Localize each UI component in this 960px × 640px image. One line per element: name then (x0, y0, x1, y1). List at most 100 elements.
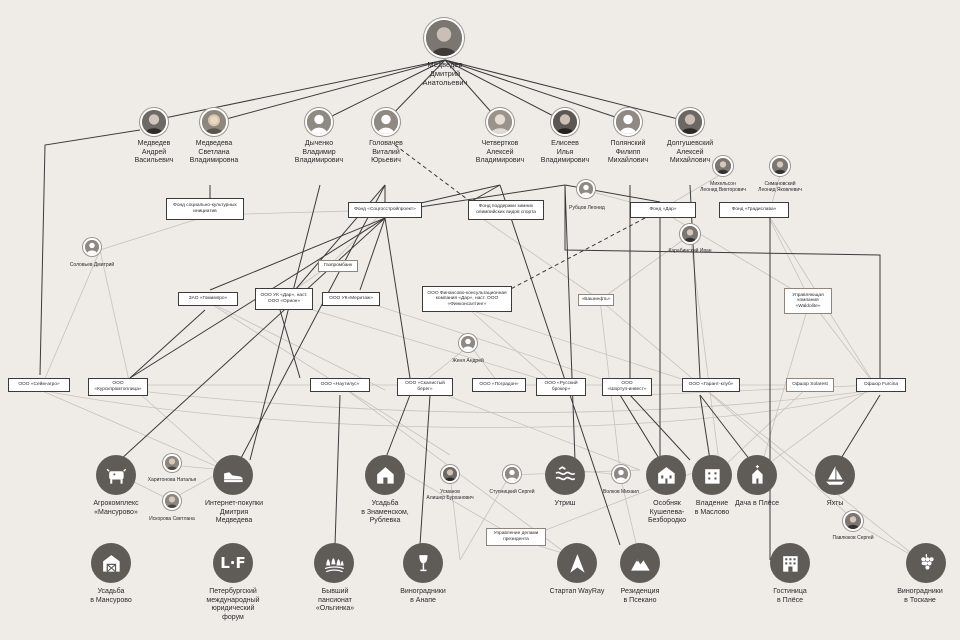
usadba-mansurovo-label: Усадьба в Мансурово (90, 588, 132, 604)
ooo-kurskpromtorg-box: ООО «Курскпромтоплица» (88, 378, 148, 396)
ooo-finansovo-box: ООО Финансово-консультационная компания … (422, 286, 512, 312)
vinogradniki-anapa-label: Виноградники в Анапе (400, 588, 446, 604)
upravlenie-box: Управление делами президента (486, 528, 546, 546)
pansionat-label: Бывший пансионат «Ольгинка» (315, 588, 355, 612)
ooo-pogradon-box: ООО «Поградон» (472, 378, 526, 392)
pavlyukov-photo (843, 511, 863, 531)
sneaker-icon (213, 455, 253, 495)
ooo-nautilus-box: ООО «Наутилус» (310, 378, 370, 392)
medvedev-av-label: Медведев Андрей Васильевич (134, 140, 174, 164)
usadba-znamenskoe-label: Усадьба в Знаменском, Рублевка (361, 500, 409, 524)
polyansky-label: Полянский Филипп Михайлович (607, 140, 649, 164)
waves-icon (545, 455, 585, 495)
ooo-russky-broker-box: ООО «Русский брокер» (536, 378, 586, 396)
utrish-label: Утриш (554, 500, 576, 507)
iskorova-label: Искорова Светлана (149, 516, 195, 522)
simanovsky-photo (770, 156, 790, 176)
fond-social-box: Фонд социально-культурных инициатив (166, 198, 244, 220)
dolgushevsky-photo (676, 108, 704, 136)
lf-logo-text: L·F (220, 554, 246, 572)
mansion-icon (646, 455, 686, 495)
solovyev-label: Соловьев Дмитрий (69, 262, 115, 268)
fond-olymp-box: Фонд поддержки зимних олимпийских видов … (468, 200, 544, 220)
pavlyukov-label: Павлюков Сергей (832, 535, 874, 541)
dychenko-label: Дыченко Владимир Владимирович (294, 140, 344, 164)
cow-icon (96, 455, 136, 495)
stupnitsky-photo (503, 465, 521, 483)
dacha-plyose-label: Дача в Плёсе (734, 500, 780, 507)
vladenie-maslovo-label: Владение в Маслово (694, 500, 730, 516)
peterburgsky-forum-label: Петербургский международный юридический … (206, 588, 260, 621)
uk-waldolite-box: Управляющая компания «Waldolite» (784, 288, 832, 314)
ooo-shortup-box: ООО «Шортуп-инвест» (602, 378, 652, 396)
ooo-uk-dar-box: ООО УК «Дар», наст. ООО «Орион» (255, 288, 313, 310)
mikelson-label: Михельсон Леонид Викторович (700, 181, 746, 193)
trees-icon (314, 543, 354, 583)
kharitonova-label: Харитонова Наталья (147, 477, 197, 483)
fond-gradislava-box: Фонд «Градислава» (719, 202, 789, 218)
rubtsov-photo (577, 180, 595, 198)
fond-sotsgrostroyekt-box: Фонд «Соцгосстройпроект» (348, 202, 422, 218)
solovyev-photo (83, 238, 101, 256)
gazprombank-box: Газпромбанк (318, 260, 358, 272)
iskorova-photo (163, 492, 181, 510)
barn-icon (91, 543, 131, 583)
yakhty-label: Яхты (826, 500, 844, 507)
arrow-road-icon (557, 543, 597, 583)
zhenya-label: Женя Андрей (452, 358, 484, 364)
ofshor-solarest-box: Офшор Solarest (786, 378, 834, 392)
kharitonova-photo (163, 454, 181, 472)
rezidentsiya-label: Резиденция в Псекано (620, 588, 660, 604)
ooo-sein-agro-box: ООО «Сейм-агро» (8, 378, 70, 392)
medvedev-da-label: Медведев Дмитрий Анатольевич (422, 60, 468, 87)
volkov-photo (612, 465, 630, 483)
ooo-uk-meritazh-box: ООО УК«Меритаж» (322, 292, 380, 306)
dolgushevsky-label: Долгушевский Алексей Михайлович (666, 140, 714, 164)
medvedeva-sv-label: Медведева Светлана Владимировна (189, 140, 239, 164)
usmanov-label: Усманов Алишер Бурханович (426, 489, 474, 501)
wineglass-icon (403, 543, 443, 583)
eliseev-photo (551, 108, 579, 136)
agrokompleks-label: Агрокомплекс «Мансурово» (93, 500, 139, 516)
usmanov-photo (441, 465, 459, 483)
building-icon (692, 455, 732, 495)
chetverkov-label: Четвертков Алексей Владимирович (475, 140, 525, 164)
grapes-icon (906, 543, 946, 583)
medvedev-da-photo (424, 18, 464, 58)
fond-dar-box: Фонд «Дар» (630, 202, 696, 218)
startap-label: Стартап WayRay (549, 588, 605, 595)
simanovsky-label: Симановский Леонид Яковлевич (758, 181, 802, 193)
chetverkov-photo (486, 108, 514, 136)
osobnyak-label: Особняк Кушелева- Безбородко (647, 500, 687, 524)
golovachev-label: Головачев Виталий Юрьевич (369, 140, 403, 164)
mountains-icon (620, 543, 660, 583)
vinogradniki-toskana-label: Виноградники в Тоскане (897, 588, 943, 604)
ooo-skalisty-box: ООО «Скалистый берег» (397, 378, 453, 396)
zao-gomimpro-box: ЗАО «Гомимпро» (178, 292, 238, 306)
karabinsky-photo (680, 224, 700, 244)
lf-logo-icon: L·F (213, 543, 253, 583)
polyansky-photo (614, 108, 642, 136)
dychenko-photo (305, 108, 333, 136)
bashneft-box: «Башнефть» (578, 294, 614, 306)
stupnitsky-label: Ступницкий Сергей (489, 489, 535, 495)
medvedev-av-photo (140, 108, 168, 136)
mikelson-photo (713, 156, 733, 176)
zhenya-photo (459, 334, 477, 352)
golovachev-photo (372, 108, 400, 136)
rubtsov-label: Рубцов Леонид (569, 205, 605, 211)
house-icon (365, 455, 405, 495)
karabinsky-label: Карабинский Иван (668, 248, 712, 254)
gostinitsa-label: Гостиница в Плёсе (773, 588, 807, 604)
hotel-icon (770, 543, 810, 583)
eliseev-label: Елисеев Илья Владимирович (540, 140, 590, 164)
medvedeva-sv-photo (200, 108, 228, 136)
ooo-garant-box: ООО «Гарант-клуб» (682, 378, 740, 392)
internet-pokupki-label: Интернет-покупки Дмитрия Медведева (205, 500, 263, 524)
sailboat-icon (815, 455, 855, 495)
volkov-label: Волков Михаил (603, 489, 639, 495)
ofshor-furcina-box: Офшор Furcina (856, 378, 906, 392)
chapel-icon (737, 455, 777, 495)
